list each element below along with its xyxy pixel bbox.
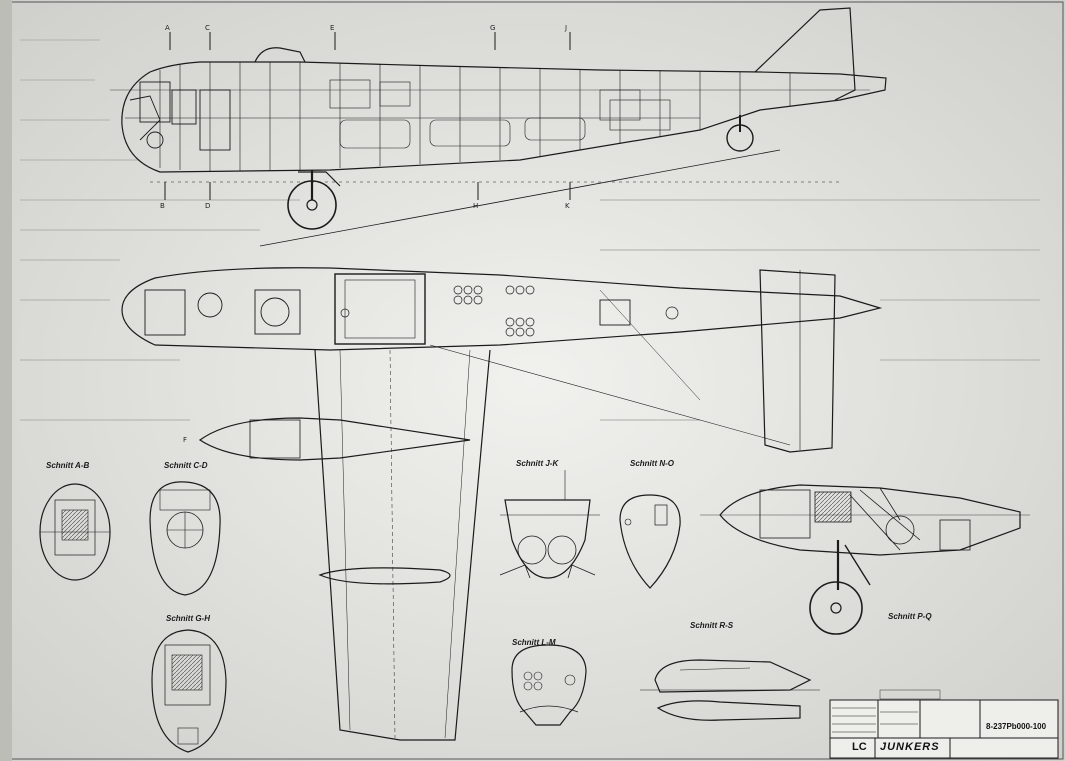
section-label-pq: Schnitt P-Q (888, 612, 932, 621)
station-c: C (205, 24, 210, 32)
section-label-jk: Schnitt J-K (516, 459, 559, 468)
side-view (110, 7, 887, 247)
section-label-ab: Schnitt A-B (46, 461, 90, 470)
company-name: JUNKERS (880, 741, 940, 753)
station-a: A (165, 24, 170, 32)
station-ticks (164, 32, 571, 200)
section-gh (151, 629, 227, 753)
station-b: B (160, 202, 165, 210)
section-jk (499, 470, 600, 579)
section-label-lm: Schnitt L-M (512, 638, 556, 647)
station-j: J (565, 24, 568, 32)
section-no (619, 494, 681, 589)
section-label-no: Schnitt N-O (630, 459, 674, 468)
station-e: E (330, 24, 335, 32)
plan-view (121, 267, 883, 741)
station-h: H (473, 202, 479, 210)
section-lm (511, 644, 587, 726)
station-g: G (490, 24, 496, 32)
section-ab (39, 483, 111, 581)
drawing-number: 8-237Pb000-100 (986, 722, 1047, 731)
title-prefix: LC (852, 741, 867, 753)
section-label-cd: Schnitt C-D (164, 461, 208, 470)
section-pq (700, 484, 1030, 635)
section-rs (640, 659, 820, 721)
station-k: K (565, 202, 570, 210)
title-block-frame (829, 699, 1059, 759)
section-label-rs: Schnitt R-S (690, 621, 734, 630)
station-f: F (183, 436, 188, 444)
station-d: D (205, 202, 211, 210)
section-label-gh: Schnitt G-H (166, 614, 210, 623)
bleed-text-lines (20, 39, 1040, 421)
section-cd (149, 481, 221, 596)
